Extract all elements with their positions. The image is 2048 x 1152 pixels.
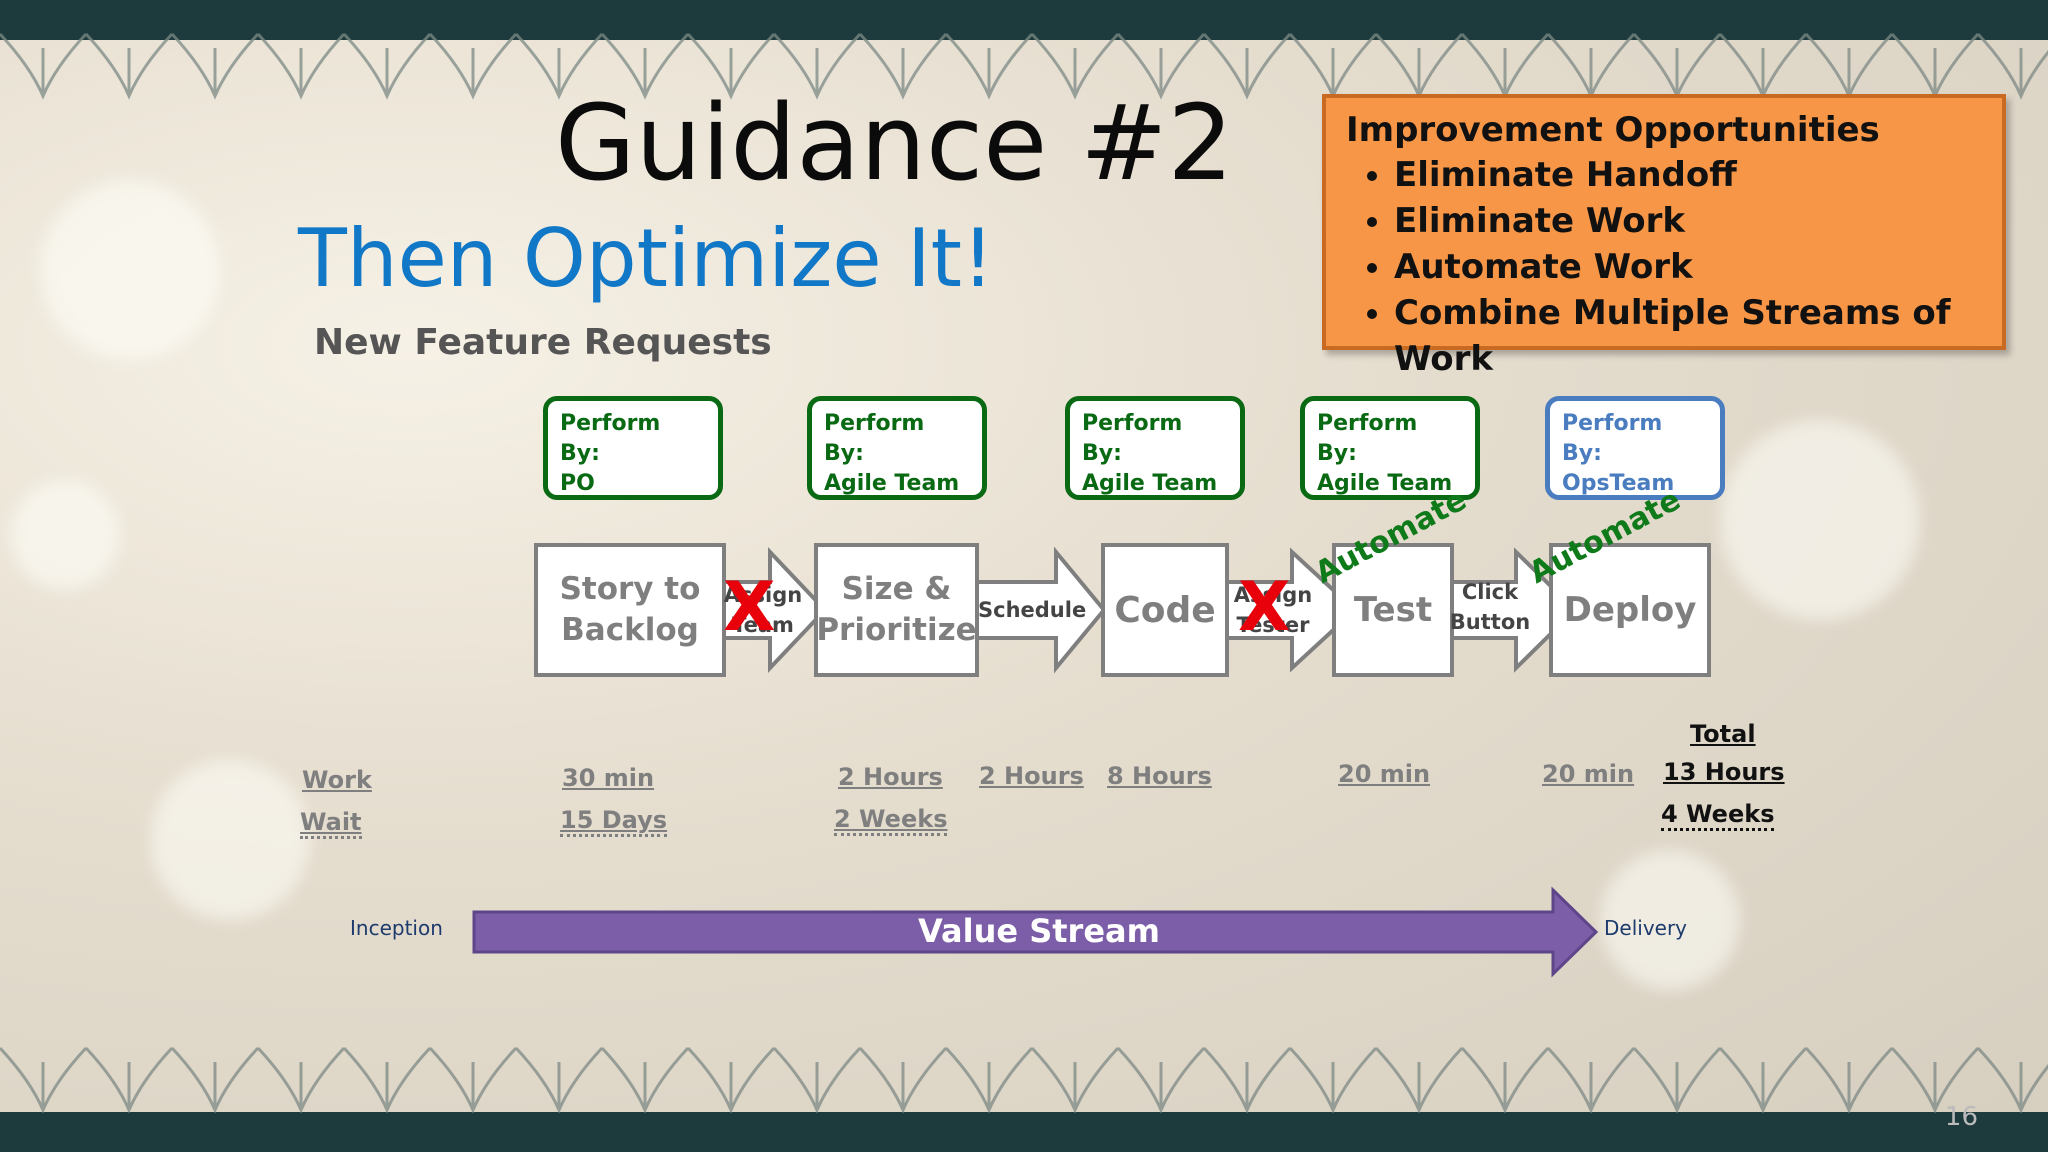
handoff-label-click-button: Click Button [1445,577,1535,637]
bokeh-light [10,480,120,590]
performer-box-po: Perform By: PO [543,396,723,500]
performer-name: OpsTeam [1562,471,1675,496]
work-time: 20 min [1338,760,1431,788]
total-work: 13 Hours [1663,758,1785,786]
handoff-label-schedule: Schedule [978,595,1087,625]
performer-label: Perform By: [1082,411,1183,466]
performer-box-agile-team: Perform By: Agile Team [1300,396,1480,500]
process-label: Backlog [561,612,699,648]
bokeh-light [40,180,220,360]
performer-name: Agile Team [1317,471,1453,496]
work-time: 8 Hours [1107,762,1212,790]
handoff-label-line: Click [1461,580,1519,604]
process-story-to-backlog: Story to Backlog [534,543,726,677]
improvement-item: Eliminate Work [1394,198,1982,244]
page-number: 16 [1944,1102,1978,1132]
process-test: Test [1332,543,1454,677]
top-leaf-ornament [0,32,2048,100]
process-label: Test [1353,590,1433,630]
value-stream-label: Value Stream [918,912,1160,950]
work-time: 2 Hours [838,763,943,791]
performer-label: Perform By: [1562,411,1663,466]
handoff-label-line: Button [1449,610,1531,634]
improvement-item: Eliminate Handoff [1394,152,1982,198]
bokeh-light [150,760,310,920]
top-border-band [0,0,2048,40]
performer-box-opsteam: Perform By: OpsTeam [1545,396,1725,500]
slide-title: Guidance #2 [555,82,1234,204]
wait-time: 2 Weeks [834,805,948,836]
handoff-label-line: Assign [1233,583,1313,607]
performer-name: Agile Team [824,471,960,496]
performer-box-agile-team: Perform By: Agile Team [1065,396,1245,500]
performer-name: PO [560,471,595,496]
improvement-heading: Improvement Opportunities [1346,110,1880,150]
performer-label: Perform By: [824,411,925,466]
improvement-list: Eliminate Handoff Eliminate Work Automat… [1346,152,1982,382]
performer-name: Agile Team [1082,471,1218,496]
performer-label: Perform By: [560,411,661,466]
total-wait: 4 Weeks [1661,800,1775,831]
process-label: Prioritize [816,612,977,648]
process-size-prioritize: Size & Prioritize [814,543,979,677]
handoff-arrow-schedule [974,546,1107,674]
bokeh-light [1600,850,1740,990]
improvement-item: Combine Multiple Streams of Work [1394,290,1982,382]
handoff-label-assign-tester: Assign Tester [1228,580,1318,640]
inception-label: Inception [350,916,443,940]
section-label: New Feature Requests [314,322,772,363]
handoff-label-line: Team [732,613,794,637]
bokeh-light [1720,420,1920,620]
improvement-item: Automate Work [1394,244,1982,290]
work-time: 30 min [562,764,655,792]
performer-box-agile-team: Perform By: Agile Team [807,396,987,500]
bottom-leaf-ornament [0,1046,2048,1114]
process-label: Deploy [1563,590,1697,630]
improvement-box: Improvement Opportunities Eliminate Hand… [1322,94,2006,379]
eliminate-x-mark: X [723,568,776,647]
process-label: Story to [559,571,701,607]
process-deploy: Deploy [1549,543,1711,677]
handoff-label-assign-team: Assign Team [718,580,808,640]
value-stream-arrow [472,886,1599,978]
work-row-label: Work [302,766,372,794]
handoff-label-line: Assign [723,583,803,607]
wait-row-label: Wait [300,808,362,839]
bottom-border-band [0,1112,2048,1152]
eliminate-x-mark: X [1238,568,1291,647]
delivery-label: Delivery [1604,916,1688,940]
work-time: 2 Hours [979,762,1084,790]
handoff-label-line: Tester [1236,613,1310,637]
handoff-arrow-assign-tester [1223,547,1358,673]
total-label: Total [1690,720,1756,748]
slide-subtitle: Then Optimize It! [298,212,995,305]
performer-label: Perform By: [1317,411,1418,466]
process-label: Size & [841,571,952,607]
work-time: 20 min [1542,760,1635,788]
process-label: Code [1114,589,1216,631]
handoff-label-line: Schedule [978,598,1087,622]
process-code: Code [1101,543,1229,677]
wait-time: 15 Days [560,806,668,837]
